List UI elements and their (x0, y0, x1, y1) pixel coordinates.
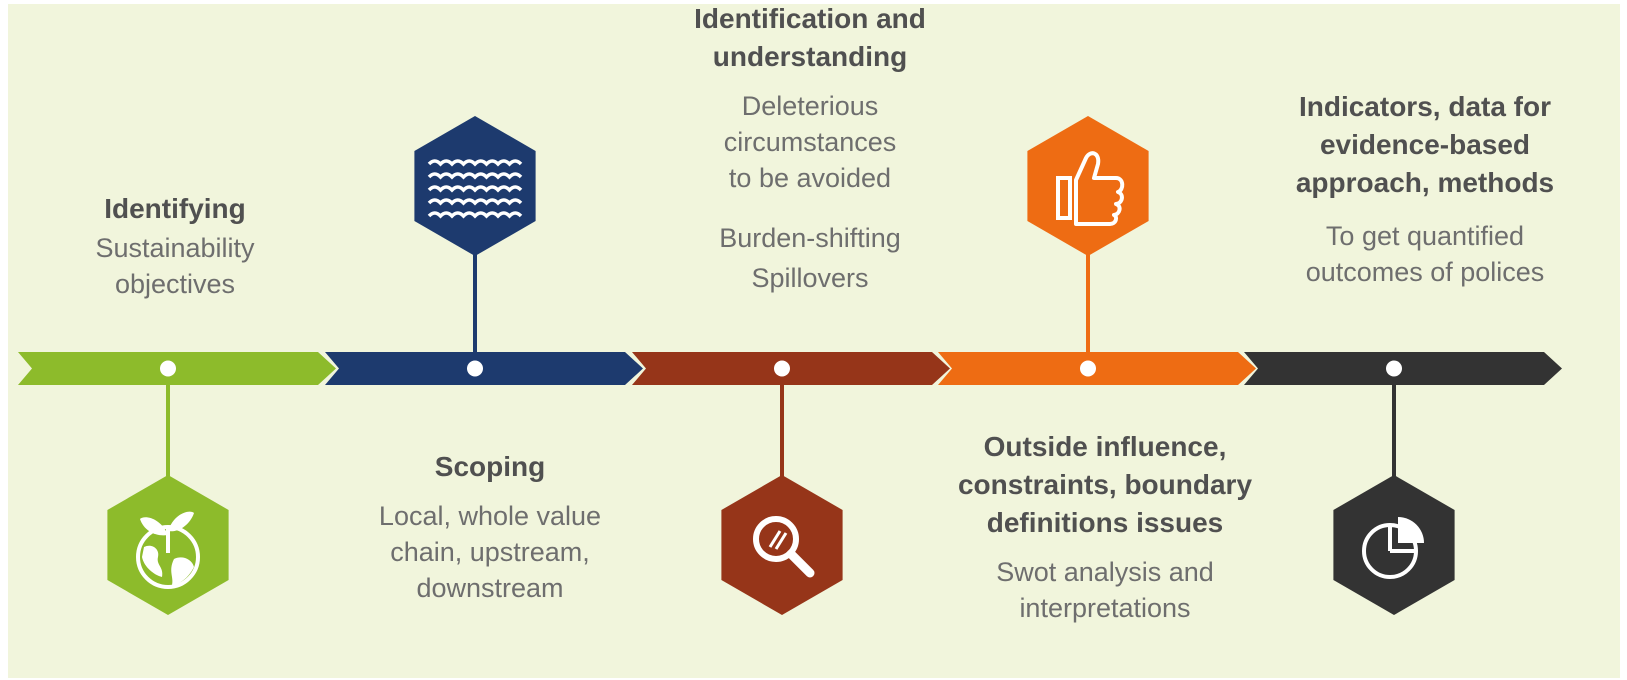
stage-5-text: Indicators, data for evidence-based appr… (1255, 88, 1595, 290)
stage-1-body-line: Sustainability (95, 233, 255, 263)
globe-continent (171, 557, 194, 585)
stage-1-text: Identifying Sustainability objectives (40, 190, 310, 302)
timeline-segment-2 (325, 352, 643, 385)
stage-3-title-line: understanding (712, 41, 908, 72)
stage-4-text: Outside influence, constraints, boundary… (945, 428, 1265, 626)
stage-2-body-line: downstream (416, 573, 564, 603)
magnifying-glass-icon (753, 516, 815, 578)
wave-line (427, 185, 523, 193)
stage-4-dot (1080, 360, 1096, 377)
pie-chart-icon (1362, 517, 1424, 579)
thumb-hand (1074, 151, 1125, 226)
wave-line (427, 211, 523, 219)
timeline-segment-1 (18, 352, 336, 385)
lens-glint (774, 532, 788, 550)
stage-3-title: Identification and understanding (660, 0, 960, 76)
stage-2-body-line: chain, upstream, (390, 537, 590, 567)
stage-1-title-line: Identifying (104, 193, 246, 224)
stage-4-title-line: definitions issues (986, 507, 1224, 538)
stage-1-dot (160, 360, 176, 377)
stage-3-hexagon (721, 475, 843, 615)
timeline-segment-3 (632, 352, 950, 385)
stage-1-title: Identifying (40, 190, 310, 228)
thumbs-up-icon (1056, 151, 1125, 226)
stage-3-body-line: to be avoided (728, 163, 892, 193)
stage-2-body: Local, whole value chain, upstream, down… (340, 498, 640, 606)
lens-ring (753, 516, 799, 562)
stage-5-dot (1386, 360, 1402, 377)
stage-2-text: Scoping Local, whole value chain, upstre… (340, 448, 640, 606)
stage-2-body-line: Local, whole value (378, 501, 602, 531)
stage-2-dot (467, 360, 483, 377)
stage-3-body-line: circumstances (723, 127, 897, 157)
wave-line (427, 198, 523, 206)
plant-leaf (168, 511, 194, 532)
stage-3-body: Deleterious circumstances to be avoided … (660, 88, 960, 296)
wave-line (427, 159, 523, 167)
stage-4-title-line: Outside influence, (983, 431, 1227, 462)
stage-1-body-line: objectives (114, 269, 236, 299)
stage-1-body: Sustainability objectives (40, 230, 310, 302)
stage-5-title-line: approach, methods (1295, 167, 1555, 198)
stage-3-body-line: Burden-shifting (719, 223, 901, 253)
stage-5-title-line: evidence-based (1319, 129, 1531, 160)
thumb-cuff (1056, 176, 1072, 220)
stage-4-body-line: interpretations (1019, 593, 1191, 623)
stage-3-dot (774, 360, 790, 377)
pie-slice (1398, 517, 1424, 543)
timeline-segment-4 (938, 352, 1256, 385)
globe-continent (142, 545, 163, 577)
stage-2-title-line: Scoping (434, 451, 546, 482)
stage-5-body-line: To get quantified (1325, 221, 1525, 251)
stage-5-body-line: outcomes of polices (1305, 257, 1545, 287)
stage-3-text: Identification and understanding Deleter… (660, 0, 960, 296)
timeline-segment-5 (1244, 352, 1562, 385)
stage-5-title: Indicators, data for evidence-based appr… (1255, 88, 1595, 202)
stage-4-hexagon (1027, 116, 1149, 256)
water-waves-icon (427, 159, 523, 219)
stage-2-hexagon (414, 116, 536, 256)
stage-5-hexagon (1333, 475, 1455, 615)
stage-4-body-line: Swot analysis and (996, 557, 1214, 587)
earth-with-plant-icon (136, 511, 200, 589)
stage-3-body-line: Deleterious (741, 91, 879, 121)
lens-handle (786, 549, 815, 578)
plant-leaf (140, 517, 168, 536)
stage-5-body: To get quantified outcomes of polices (1255, 218, 1595, 290)
stage-3-title-line: Identification and (694, 3, 926, 34)
stage-3-body-line: Spillovers (751, 263, 869, 293)
stage-4-title: Outside influence, constraints, boundary… (945, 428, 1265, 542)
lens-glint (768, 530, 782, 548)
stage-2-title: Scoping (340, 448, 640, 486)
stage-4-body: Swot analysis and interpretations (945, 554, 1265, 626)
stage-3-body-spacer (660, 196, 960, 220)
stage-4-title-line: constraints, boundary (957, 469, 1253, 500)
wave-line (427, 172, 523, 180)
stage-5-title-line: Indicators, data for (1298, 91, 1552, 122)
